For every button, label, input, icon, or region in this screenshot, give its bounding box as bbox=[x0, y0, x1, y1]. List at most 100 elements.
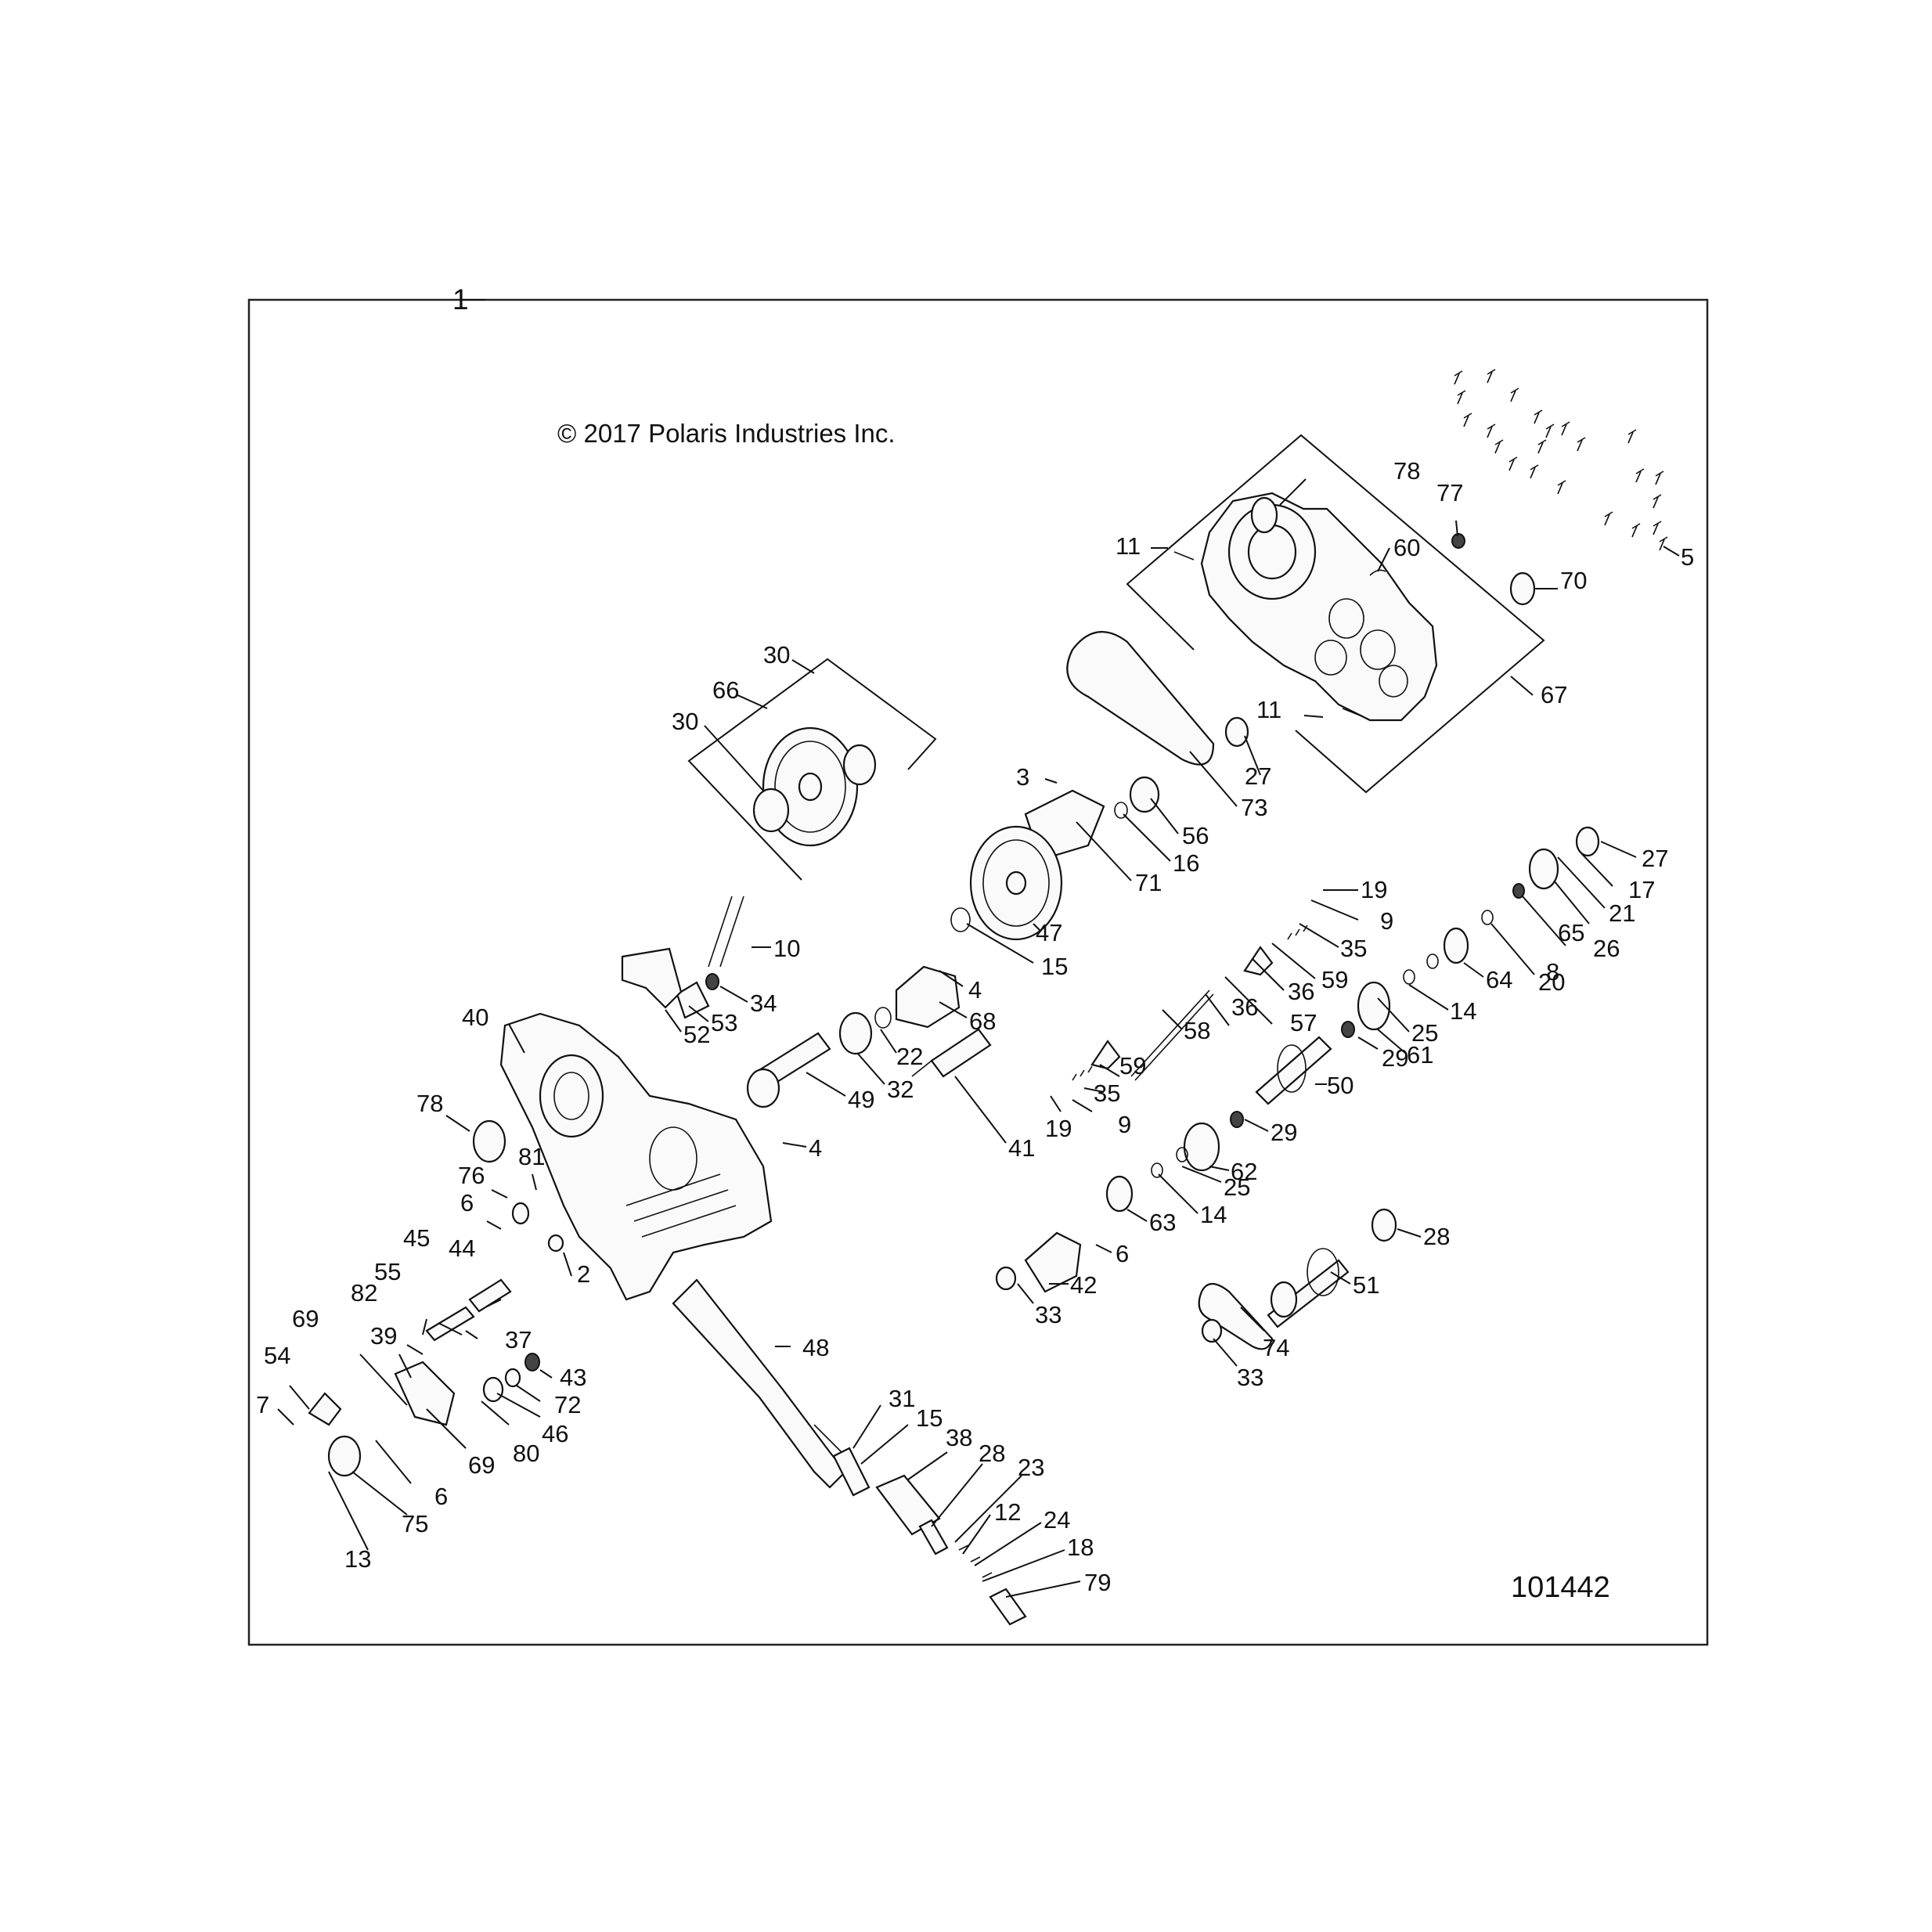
pulley-75 bbox=[327, 1435, 362, 1477]
callout-35-lower: 35 bbox=[1094, 1080, 1120, 1107]
callout-8: 8 bbox=[1546, 958, 1559, 986]
drive-belt-73 bbox=[1066, 631, 1215, 766]
washer-72 bbox=[504, 1368, 521, 1388]
callout-21: 21 bbox=[1609, 899, 1635, 927]
callout-74: 74 bbox=[1263, 1334, 1289, 1361]
callout-45: 45 bbox=[403, 1224, 430, 1252]
copyright-notice: © 2017 Polaris Industries Inc. bbox=[557, 419, 896, 448]
sector-53 bbox=[676, 981, 710, 1019]
leader-lines bbox=[277, 478, 1680, 1598]
callout-65: 65 bbox=[1558, 919, 1584, 946]
callout-43: 43 bbox=[560, 1364, 586, 1391]
callout-39: 39 bbox=[370, 1322, 397, 1350]
callout-62: 62 bbox=[1231, 1158, 1257, 1185]
callout-69-upper: 69 bbox=[292, 1305, 319, 1332]
callout-41: 41 bbox=[1008, 1134, 1035, 1162]
callout-3: 3 bbox=[1016, 763, 1029, 791]
callout-38: 38 bbox=[946, 1424, 972, 1451]
callout-76: 76 bbox=[458, 1162, 485, 1189]
callout-68: 68 bbox=[969, 1007, 996, 1035]
callout-33-left: 33 bbox=[1035, 1301, 1062, 1328]
callout-29-upper: 29 bbox=[1382, 1044, 1408, 1072]
callout-6-left: 6 bbox=[460, 1189, 474, 1217]
callout-11-top: 11 bbox=[1116, 532, 1141, 560]
callout-12: 12 bbox=[994, 1498, 1021, 1526]
bearing-33-a bbox=[995, 1266, 1017, 1291]
spacer-29-upper bbox=[1341, 1021, 1355, 1038]
callout-55: 55 bbox=[374, 1258, 401, 1285]
ring-22 bbox=[874, 1007, 892, 1029]
callout-32: 32 bbox=[887, 1076, 914, 1103]
sprocket-38 bbox=[875, 1474, 941, 1536]
spacer-29-lower bbox=[1230, 1111, 1244, 1128]
plug-2 bbox=[547, 1234, 564, 1253]
bearing-30-a bbox=[752, 788, 790, 833]
callout-52: 52 bbox=[683, 1021, 710, 1048]
callout-48: 48 bbox=[802, 1334, 829, 1361]
callout-28-lower: 28 bbox=[979, 1440, 1005, 1467]
ring-15-upper bbox=[950, 907, 971, 932]
gear-76 bbox=[511, 1202, 530, 1225]
callout-78-top: 78 bbox=[1393, 457, 1420, 485]
callout-44: 44 bbox=[449, 1235, 475, 1262]
ring-16 bbox=[1114, 802, 1128, 819]
callout-59-upper: 59 bbox=[1321, 966, 1348, 993]
callout-47: 47 bbox=[1036, 919, 1062, 946]
shaft-48 bbox=[672, 1278, 847, 1489]
callout-29-lower: 29 bbox=[1271, 1119, 1297, 1146]
callout-82: 82 bbox=[351, 1279, 377, 1307]
seal-78-left bbox=[472, 1119, 506, 1163]
callout-54: 54 bbox=[264, 1342, 290, 1369]
plug-77 bbox=[1451, 533, 1465, 549]
bracket-54 bbox=[308, 1392, 342, 1426]
callout-17: 17 bbox=[1628, 876, 1655, 903]
spring-35 bbox=[1287, 925, 1308, 940]
bearing-28-right bbox=[1371, 1208, 1397, 1242]
callout-9-upper: 9 bbox=[1380, 907, 1393, 935]
plate-42 bbox=[1024, 1231, 1082, 1293]
callout-75: 75 bbox=[402, 1510, 428, 1537]
illustration-number: 101442 bbox=[1511, 1571, 1610, 1604]
callout-16: 16 bbox=[1173, 849, 1199, 877]
callout-20: 20 bbox=[1538, 968, 1565, 996]
shaft-50 bbox=[1255, 1036, 1332, 1105]
callout-56: 56 bbox=[1182, 822, 1209, 849]
callout-80: 80 bbox=[513, 1440, 539, 1467]
callout-25-upper: 25 bbox=[1411, 1019, 1438, 1047]
callout-13: 13 bbox=[344, 1545, 371, 1573]
callout-36-lower: 36 bbox=[1231, 993, 1258, 1021]
seal-78-top bbox=[1250, 496, 1278, 534]
callout-2: 2 bbox=[577, 1260, 590, 1288]
callout-77: 77 bbox=[1436, 479, 1463, 506]
callout-33-right: 33 bbox=[1237, 1364, 1263, 1391]
bearing-26 bbox=[1512, 883, 1525, 899]
right-cover-group bbox=[1126, 434, 1545, 794]
plate-68 bbox=[895, 965, 961, 1029]
lever-44 bbox=[468, 1278, 512, 1313]
idler-gear-group bbox=[687, 658, 937, 881]
callout-81: 81 bbox=[518, 1143, 545, 1170]
shaft-55 bbox=[425, 1306, 475, 1342]
callout-64: 64 bbox=[1486, 966, 1512, 993]
bearing-27-upper bbox=[1224, 716, 1249, 748]
callout-71: 71 bbox=[1135, 869, 1162, 896]
callout-78-left: 78 bbox=[416, 1090, 443, 1117]
hub-63 bbox=[1105, 1175, 1134, 1213]
sleeve-31 bbox=[832, 1447, 870, 1497]
callout-70: 70 bbox=[1560, 567, 1587, 594]
bolt-cluster bbox=[1454, 369, 1668, 551]
callout-14-lower: 14 bbox=[1200, 1201, 1227, 1228]
callout-31: 31 bbox=[889, 1385, 915, 1412]
callout-4-upper: 4 bbox=[968, 976, 982, 1004]
bracket-52 bbox=[621, 947, 683, 1009]
callout-58: 58 bbox=[1184, 1017, 1210, 1044]
callout-73: 73 bbox=[1241, 794, 1267, 821]
fork-59-upper bbox=[1243, 946, 1274, 976]
callout-66: 66 bbox=[712, 676, 739, 704]
shift-rail-58 bbox=[1130, 989, 1214, 1081]
fork-59-lower bbox=[1090, 1040, 1121, 1070]
gear-61 bbox=[1357, 981, 1391, 1031]
callout-27-upper: 27 bbox=[1245, 762, 1271, 790]
callout-25-lower: 25 bbox=[1224, 1173, 1250, 1201]
callout-15-upper: 15 bbox=[1041, 953, 1068, 980]
